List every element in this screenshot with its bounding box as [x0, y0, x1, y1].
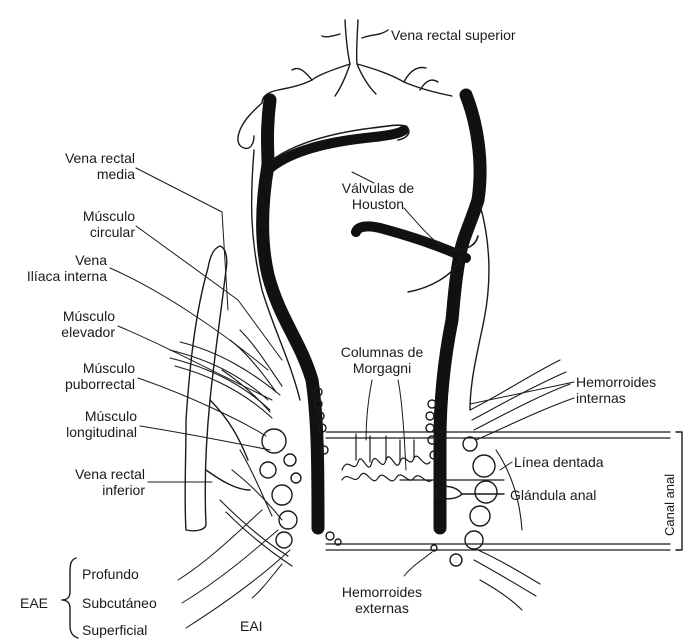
label-line: media — [65, 166, 135, 182]
label-line: Músculo — [61, 308, 115, 324]
leader-lines — [110, 168, 574, 628]
label-eae: EAE — [20, 595, 48, 611]
external-sphincter-left — [260, 429, 301, 548]
label-line: Vena rectal — [75, 466, 145, 482]
label-line: Hemorroides — [576, 374, 656, 390]
label-hemorroides-internas: Hemorroides internas — [576, 374, 656, 406]
label-vena-rectal-inferior: Vena rectal inferior — [75, 466, 145, 498]
label-line: Columnas de — [318, 344, 446, 360]
houston-valve-right — [356, 226, 466, 258]
label-line: Hemorroides — [320, 584, 444, 600]
label-line: Músculo — [65, 360, 135, 376]
label-line: externas — [320, 600, 444, 616]
eae-brace — [62, 558, 78, 638]
label-line: longitudinal — [66, 424, 137, 440]
label-subcutaneo: Subcutáneo — [82, 595, 157, 611]
label-vena-rectal-superior: Vena rectal superior — [391, 27, 516, 43]
internal-iliac-vein — [185, 246, 250, 531]
external-sphincter-right — [450, 437, 497, 566]
label-line: Vena rectal — [65, 150, 135, 166]
label-glandula-anal: Glándula anal — [510, 487, 596, 503]
label-musculo-longitudinal: Músculo longitudinal — [66, 408, 137, 440]
label-line: circular — [83, 224, 135, 240]
label-line: elevador — [61, 324, 115, 340]
label-columnas-morgagni: Columnas de Morgagni — [318, 344, 446, 376]
label-line: Válvulas de — [318, 180, 438, 196]
label-line: Houston — [318, 196, 438, 212]
label-musculo-puborrectal: Músculo puborrectal — [65, 360, 135, 392]
label-hemorroides-externas: Hemorroides externas — [320, 584, 444, 616]
label-vena-rectal-media: Vena rectal media — [65, 150, 135, 182]
label-musculo-elevador: Músculo elevador — [61, 308, 115, 340]
label-line: Ilíaca interna — [27, 268, 107, 284]
label-line: Músculo — [83, 208, 135, 224]
label-line: inferior — [75, 482, 145, 498]
label-line: internas — [576, 390, 656, 406]
label-superficial: Superficial — [82, 622, 147, 638]
label-valvulas-houston: Válvulas de Houston — [318, 180, 438, 212]
right-muscle-layers — [470, 360, 574, 610]
label-musculo-circular: Músculo circular — [83, 208, 135, 240]
columns-of-morgagni — [342, 434, 432, 481]
label-linea-dentada: Línea dentada — [514, 454, 604, 470]
label-line: Vena — [27, 252, 107, 268]
label-eai: EAI — [240, 618, 263, 634]
label-profundo: Profundo — [82, 566, 139, 582]
label-canal-anal: Canal anal — [662, 474, 677, 536]
label-line: Morgagni — [318, 360, 446, 376]
label-line: puborrectal — [65, 376, 135, 392]
anal-canal-guides — [326, 432, 670, 550]
label-line: Músculo — [66, 408, 137, 424]
label-vena-iliaca-interna: Vena Ilíaca interna — [27, 252, 107, 284]
